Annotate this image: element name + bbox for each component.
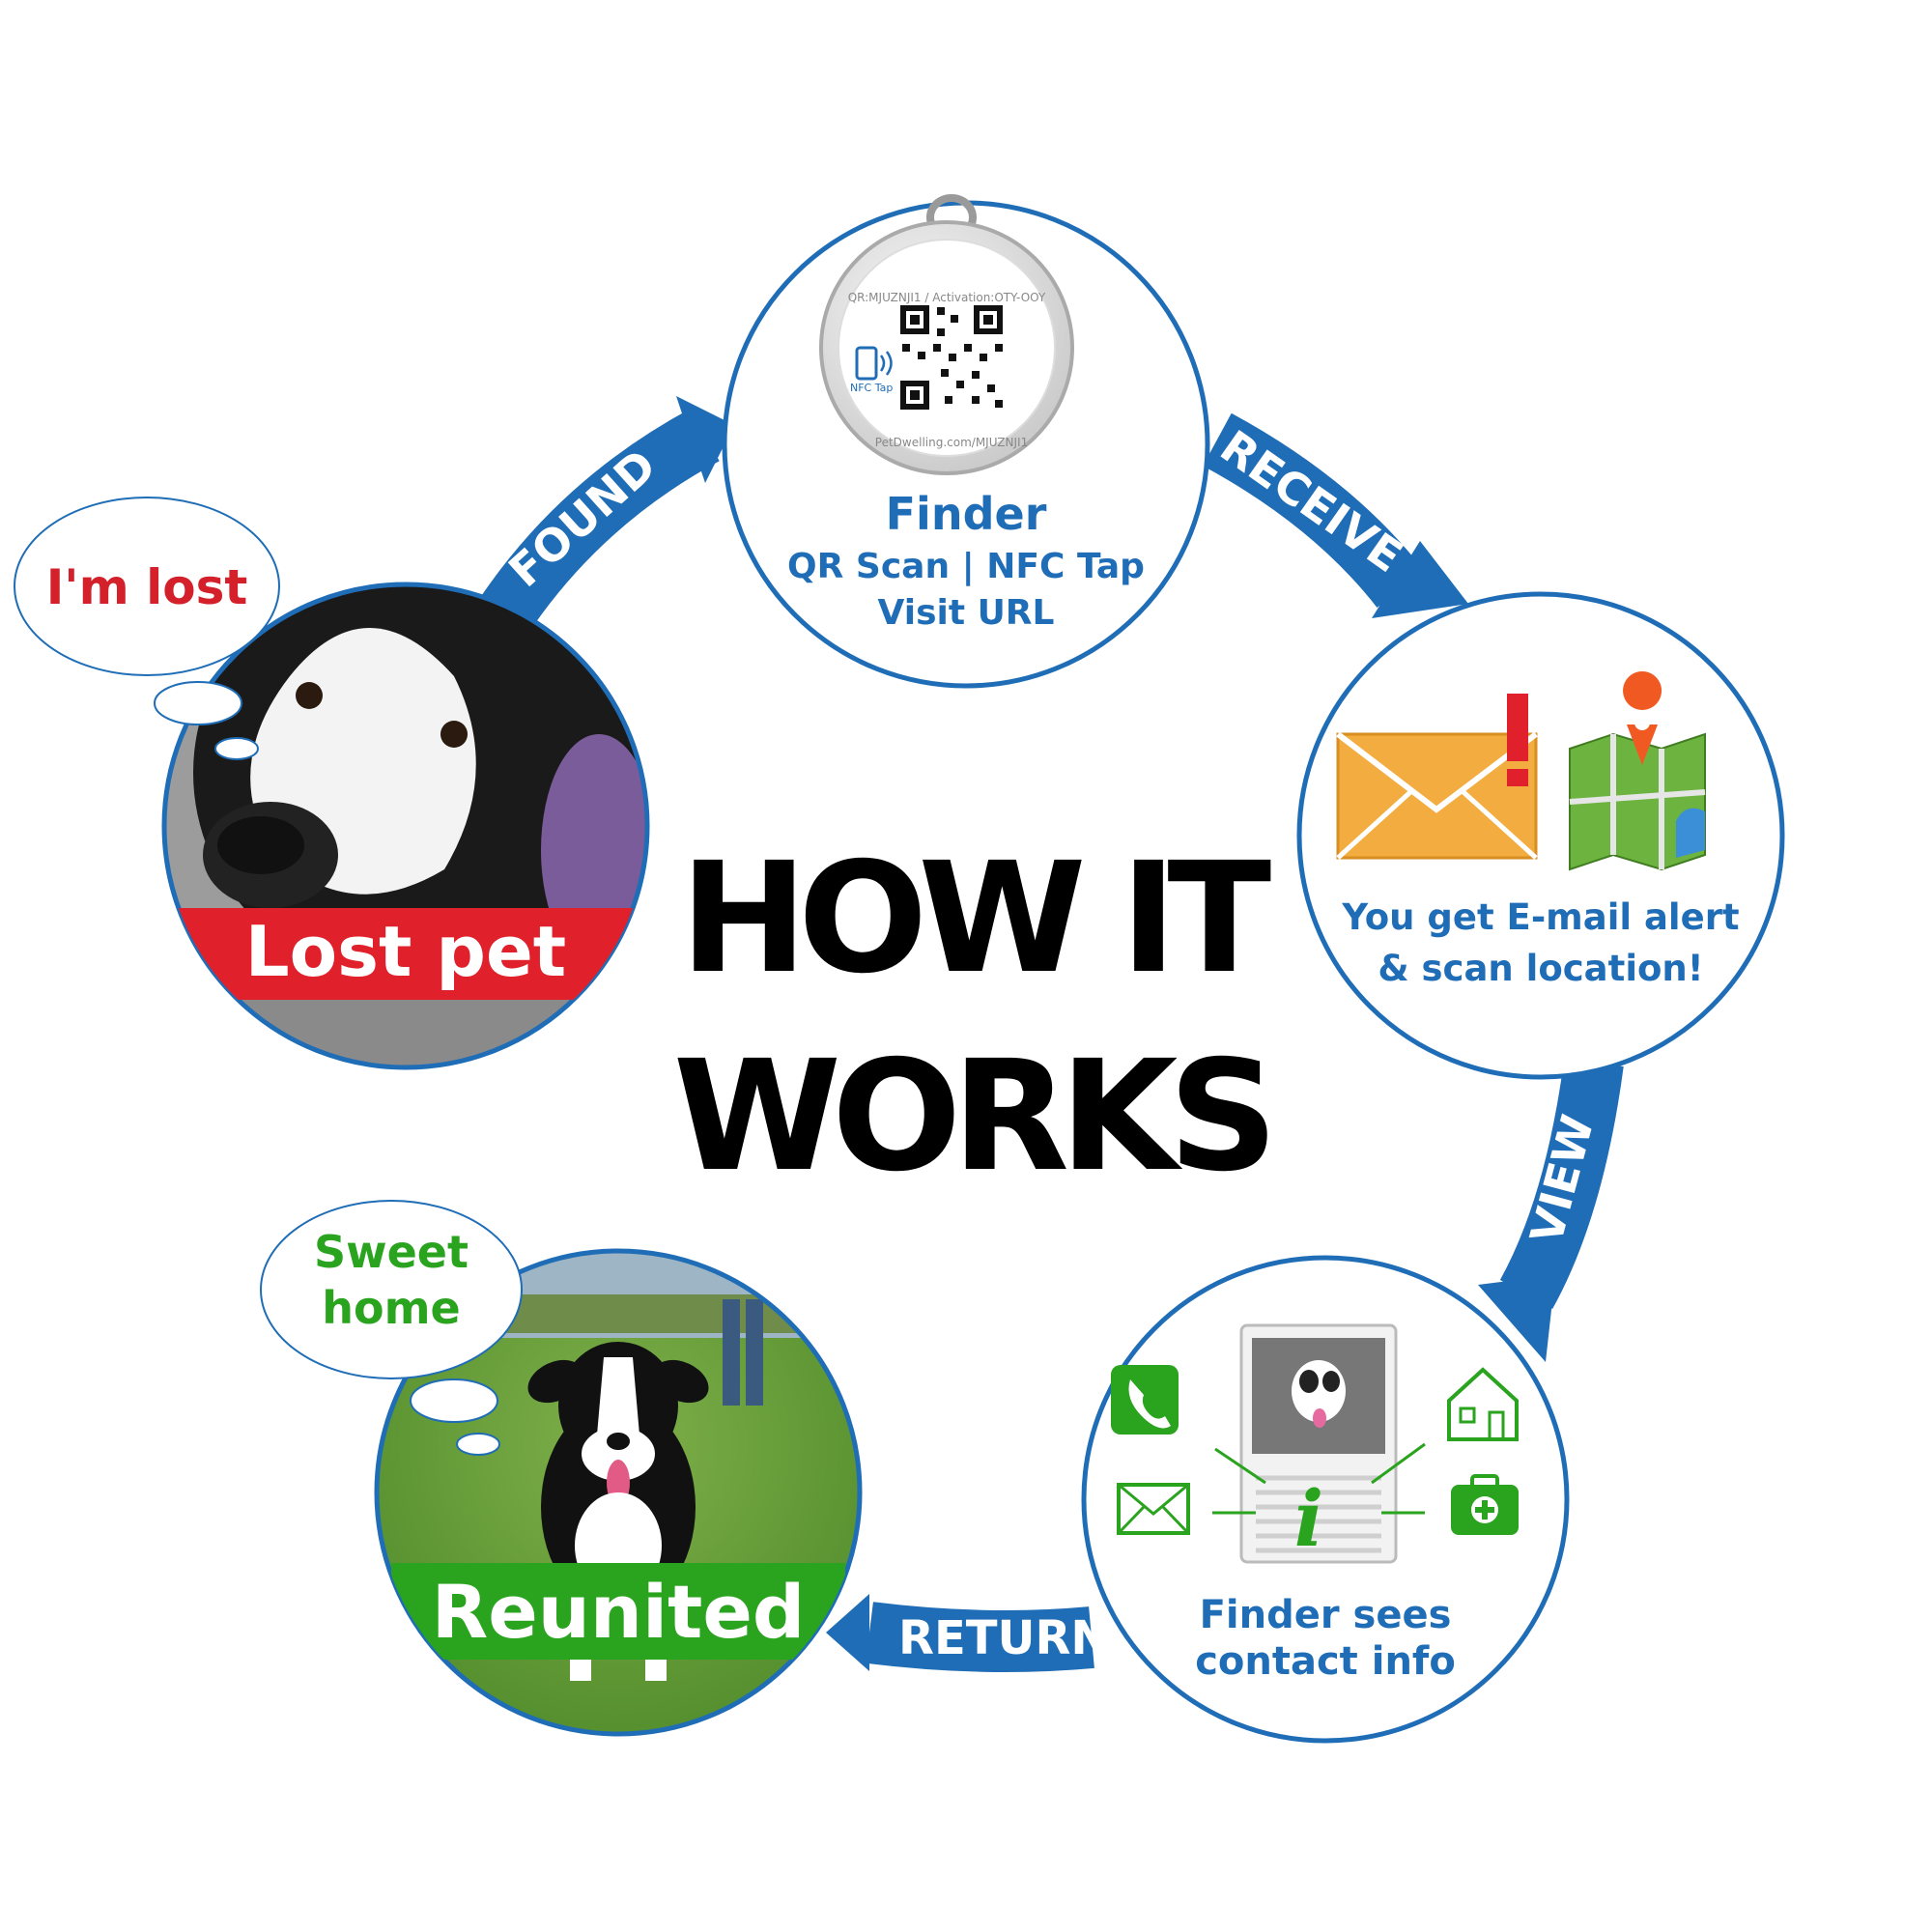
contact-step: i Finder sees contact info: [1081, 1255, 1570, 1744]
sweet-home-line2: home: [322, 1282, 460, 1334]
envelope-alert-icon: [1336, 694, 1538, 860]
lost-label: Lost pet: [245, 911, 566, 992]
finder-methods: QR Scan | NFC Tap: [787, 547, 1145, 586]
arrow-found-label: FOUND: [498, 440, 666, 598]
alert-step: You get E-mail alert & scan location!: [1296, 591, 1785, 1080]
alert-line1: You get E-mail alert: [1341, 896, 1739, 938]
im-lost-text: I'm lost: [46, 559, 248, 615]
title-line2: WORKS: [673, 1028, 1269, 1206]
tag-arc-text: QR:MJUZNJI1 / Activation:OTY-OOY: [848, 291, 1046, 304]
title: HOW IT WORKS: [673, 830, 1281, 1206]
info-icon: i: [1294, 1473, 1323, 1564]
sweet-home-thought-bubble: Sweet home: [260, 1200, 523, 1456]
qr-code: [894, 299, 1009, 415]
finder-visit: Visit URL: [878, 593, 1055, 633]
lost-banner: [164, 908, 647, 1000]
reunited-step: Reunited: [374, 1248, 863, 1737]
nfc-phone-icon: NFC Tap: [850, 346, 893, 394]
finder-step: NFC Tap QR:MJUZNJI1 / Activation:OTY-OOY…: [722, 194, 1210, 689]
nfc-label: NFC Tap: [850, 382, 893, 394]
contact-line2: contact info: [1195, 1639, 1456, 1684]
medical-kit-icon: [1451, 1474, 1519, 1535]
contact-line1: Finder sees: [1200, 1593, 1452, 1637]
arrow-found: FOUND: [477, 396, 734, 636]
mail-icon: [1117, 1483, 1190, 1535]
arrow-return: RETURN: [826, 1594, 1110, 1672]
alert-line2: & scan location!: [1378, 948, 1703, 989]
reunited-label: Reunited: [432, 1569, 806, 1655]
map-pin-icon: [1569, 671, 1706, 871]
tag-bottom-text: PetDwelling.com/MJUZNJI1: [875, 436, 1028, 449]
reunited-banner: [391, 1563, 845, 1660]
arrow-receive-label: RECEIVE: [1211, 420, 1412, 582]
home-icon: [1447, 1367, 1519, 1441]
phone-icon: [1111, 1365, 1179, 1435]
arrow-receive: RECEIVE: [1203, 412, 1468, 618]
title-line1: HOW IT: [680, 830, 1271, 1008]
lost-step: Lost pet: [161, 582, 650, 1070]
arrow-return-label: RETURN: [898, 1611, 1110, 1665]
finder-heading: Finder: [886, 488, 1047, 540]
im-lost-thought-bubble: I'm lost: [14, 497, 280, 760]
arrow-view: VIEW: [1478, 1058, 1624, 1362]
sweet-home-line1: Sweet: [314, 1226, 469, 1278]
